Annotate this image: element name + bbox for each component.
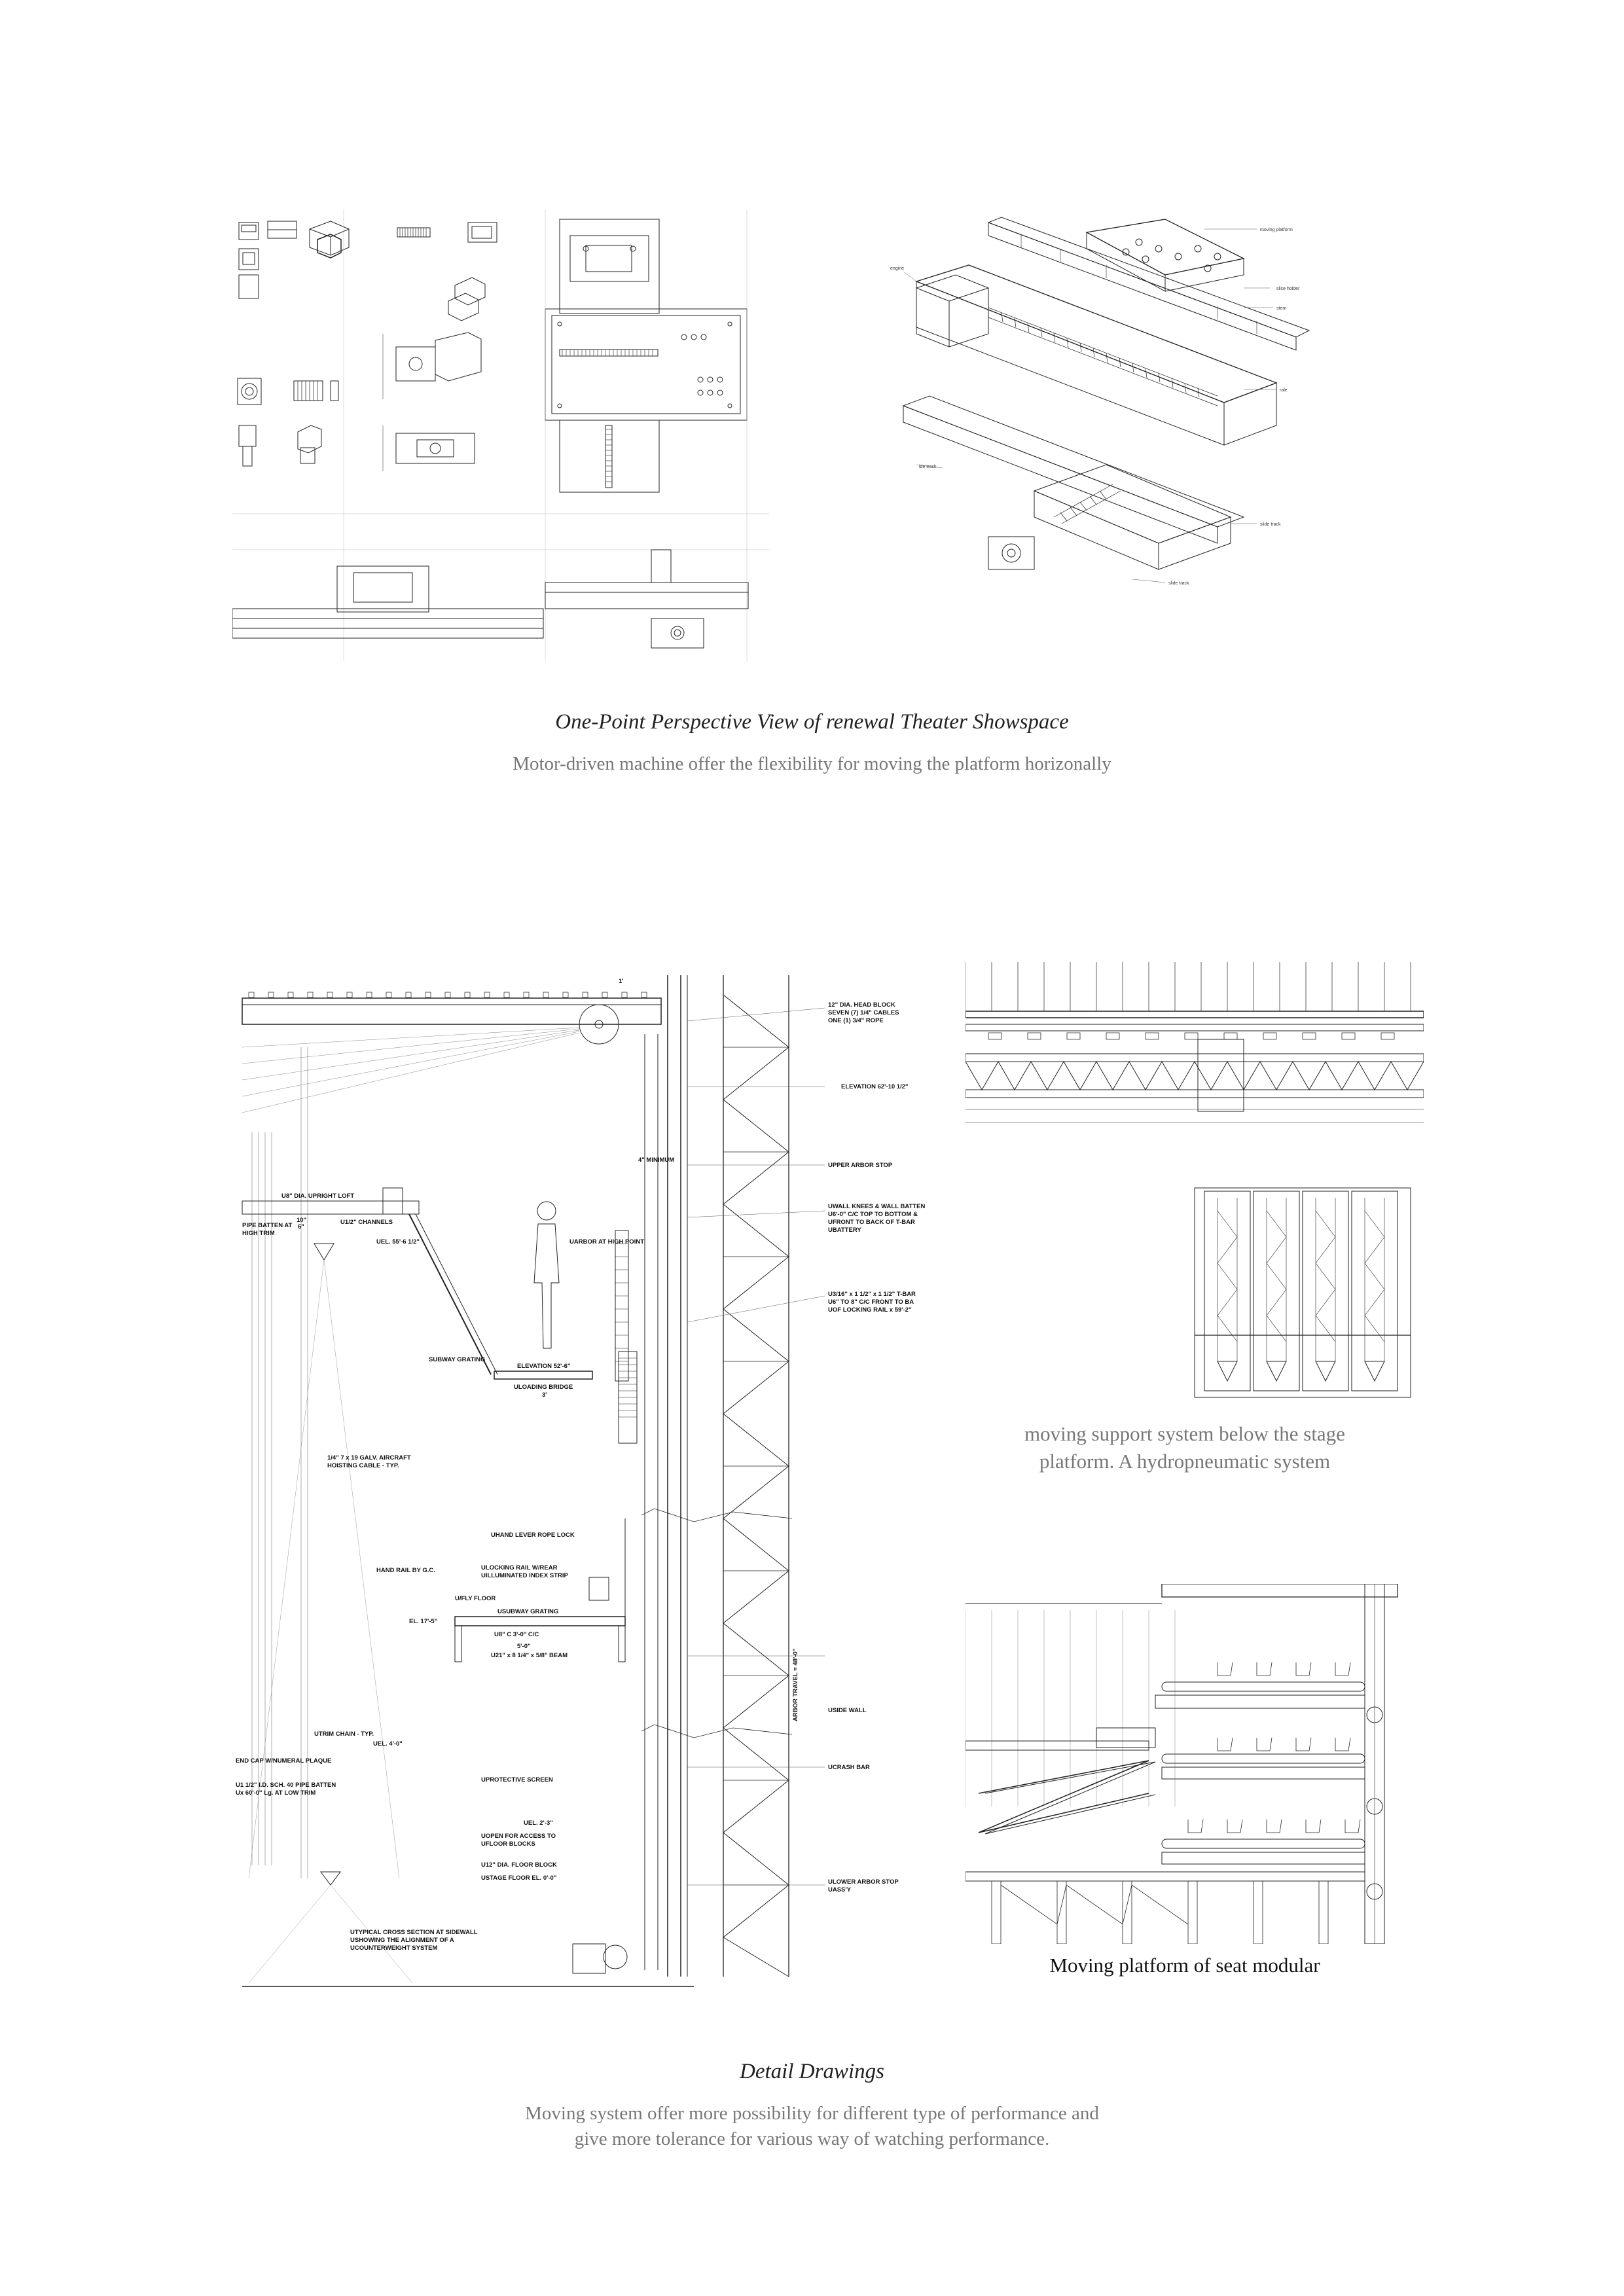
note-open-access-1: UOPEN FOR ACCESS TO xyxy=(481,1833,556,1840)
hydro-caption: moving support system below the stage pl… xyxy=(943,1420,1427,1475)
note-channels: U1/2" CHANNELS xyxy=(340,1219,393,1226)
note-subway-grating2: USUBWAY GRATING xyxy=(497,1608,558,1615)
seat-modular-drawing xyxy=(965,1584,1424,1944)
note-open-access-2: UFLOOR BLOCKS xyxy=(481,1840,535,1848)
note-elevation-mid: ELEVATION 52'-6" xyxy=(517,1363,570,1370)
note-rope-lock: UHAND LEVER ROPE LOCK xyxy=(491,1532,575,1539)
note-fly-floor: U/FLY FLOOR xyxy=(455,1595,496,1602)
note-arbor-travel: ARBOR TRAVEL = 48'-0" xyxy=(792,1649,799,1721)
hydropneumatic-system-drawing xyxy=(1191,1185,1414,1401)
note-minimum: 4" MINIMUM xyxy=(638,1157,674,1164)
top-section-title: One-Point Perspective View of renewal Th… xyxy=(555,710,1069,734)
note-protective-screen: UPROTECTIVE SCREEN xyxy=(481,1776,553,1784)
note-uel-4: UEL. 4'-0" xyxy=(373,1740,403,1748)
axonometric-machine-drawing: moving platform engine slice holder stem… xyxy=(890,209,1414,586)
note-hand-rail: HAND RAIL BY G.C. xyxy=(376,1567,435,1574)
note-subway-grating: SUBWAY GRATING xyxy=(429,1356,485,1363)
note-arbor-high: UARBOR AT HIGH POINT xyxy=(569,1238,644,1246)
note-dim-3: 3' xyxy=(542,1391,547,1399)
hydro-caption-line-1: moving support system below the stage xyxy=(1024,1422,1345,1445)
counterweight-section-drawing: 12" DIA. HEAD BLOCK SEVEN (7) 1/4" CABLE… xyxy=(236,969,925,1990)
note-wall-knees-4: UBATTERY xyxy=(828,1227,861,1234)
stage-truss-drawing xyxy=(965,962,1424,1132)
note-lower-arbor-2: UASS'Y xyxy=(828,1886,852,1893)
bottom-section-subtitle: Moving system offer more possibility for… xyxy=(0,2101,1624,2152)
note-crash-bar: UCRASH BAR xyxy=(828,1764,870,1771)
note-locking-rail-2: UILLUMINATED INDEX STRIP xyxy=(481,1572,568,1579)
note-upper-arbor: UPPER ARBOR STOP xyxy=(828,1162,893,1169)
note-head-block-1: 12" DIA. HEAD BLOCK xyxy=(828,1001,895,1009)
note-dim-10: 10" xyxy=(297,1217,306,1224)
note-typical-section-3: UCOUNTERWEIGHT SYSTEM xyxy=(350,1945,437,1952)
note-dim-6: 6" xyxy=(298,1223,304,1230)
note-uel-high: UEL. 55'-6 1/2" xyxy=(376,1238,420,1246)
note-wall-knees-3: UFRONT TO BACK OF T-BAR xyxy=(828,1219,915,1226)
note-pipe-batten-2: HIGH TRIM xyxy=(242,1230,275,1237)
note-elevation-top: ELEVATION 62'-10 1/2" xyxy=(841,1083,909,1090)
note-pipe-batten-1: PIPE BATTEN AT xyxy=(242,1222,293,1229)
seat-modular-caption: Moving platform of seat modular xyxy=(1049,1954,1320,1977)
note-wall-knees-1: UWALL KNEES & WALL BATTEN xyxy=(828,1203,925,1210)
note-tbar-3: UOF LOCKING RAIL x 59'-2" xyxy=(828,1306,911,1314)
note-head-block-2: SEVEN (7) 1/4" CABLES xyxy=(828,1009,899,1016)
note-aircraft-cable-1: 1/4" 7 x 19 GALV. AIRCRAFT xyxy=(327,1454,411,1462)
note-dim-1: 1' xyxy=(619,978,624,985)
note-end-cap: END CAP W/NUMERAL PLAQUE xyxy=(236,1757,331,1765)
note-u8c: U8" C 3'-0" C/C xyxy=(494,1631,539,1638)
note-wall-knees-2: U6'-0" C/C TOP TO BOTTOM & xyxy=(828,1211,918,1218)
top-section-subtitle: Motor-driven machine offer the flexibili… xyxy=(513,753,1111,774)
axon-label-ide-track: ide track xyxy=(919,465,937,469)
note-typical-section-2: USHOWING THE ALIGNMENT OF A xyxy=(350,1937,454,1944)
note-pipe-batten-sch-2: Ux 60'-0" Lg. AT LOW TRIM xyxy=(236,1789,316,1797)
bottom-subtitle-line-1: Moving system offer more possibility for… xyxy=(525,2103,1099,2124)
note-locking-rail-1: ULOCKING RAIL W/REAR xyxy=(481,1564,558,1571)
note-loading-bridge: ULOADING BRIDGE xyxy=(514,1384,573,1391)
note-beam: U21" x 8 1/4" x 5/8" BEAM xyxy=(491,1652,568,1659)
machine-parts-drawing xyxy=(232,209,769,674)
note-side-wall: USIDE WALL xyxy=(828,1707,867,1714)
note-pipe-batten-sch-1: U1 1/2" I.D. SCH. 40 PIPE BATTEN xyxy=(236,1782,336,1789)
note-dim-5: 5'-0" xyxy=(517,1643,531,1650)
axon-label-moving-platform: moving platform xyxy=(1260,228,1293,232)
note-lower-arbor-1: ULOWER ARBOR STOP xyxy=(828,1878,899,1886)
axon-label-slice-holder: slice holder xyxy=(1276,287,1300,291)
note-tbar-2: U6" TO 8" C/C FRONT TO BA xyxy=(828,1299,914,1306)
axon-label-engine: engine xyxy=(890,266,904,271)
note-trim-chain: UTRIM CHAIN - TYP. xyxy=(314,1731,374,1738)
note-stage-floor: USTAGE FLOOR EL. 0'-0" xyxy=(481,1874,556,1882)
axon-label-stem: stem xyxy=(1276,306,1286,311)
note-floor-block: U12" DIA. FLOOR BLOCK xyxy=(481,1861,557,1869)
note-head-block-3: ONE (1) 3/4" ROPE xyxy=(828,1017,884,1024)
bottom-section-title: Detail Drawings xyxy=(740,2060,884,2083)
note-typical-section-1: UTYPICAL CROSS SECTION AT SIDEWALL xyxy=(350,1929,478,1936)
note-el-17: EL. 17'-5" xyxy=(409,1618,437,1625)
axon-label-slide-track-bottom: slide track xyxy=(1168,581,1189,586)
note-upright-loft: U8" DIA. UPRIGHT LOFT xyxy=(281,1193,354,1200)
note-uel-2: UEL. 2'-3" xyxy=(524,1820,553,1827)
axon-label-rale: rale xyxy=(1280,388,1288,393)
hydro-caption-line-2: platform. A hydropneumatic system xyxy=(1039,1450,1331,1473)
note-tbar-1: U3/16" x 1 1/2" x 1 1/2" T-BAR xyxy=(828,1291,916,1298)
note-aircraft-cable-2: HOISTING CABLE - TYP. xyxy=(327,1462,399,1469)
axon-label-slide-track-right: slide track xyxy=(1260,522,1281,527)
bottom-subtitle-line-2: give more tolerance for various way of w… xyxy=(574,2128,1050,2149)
